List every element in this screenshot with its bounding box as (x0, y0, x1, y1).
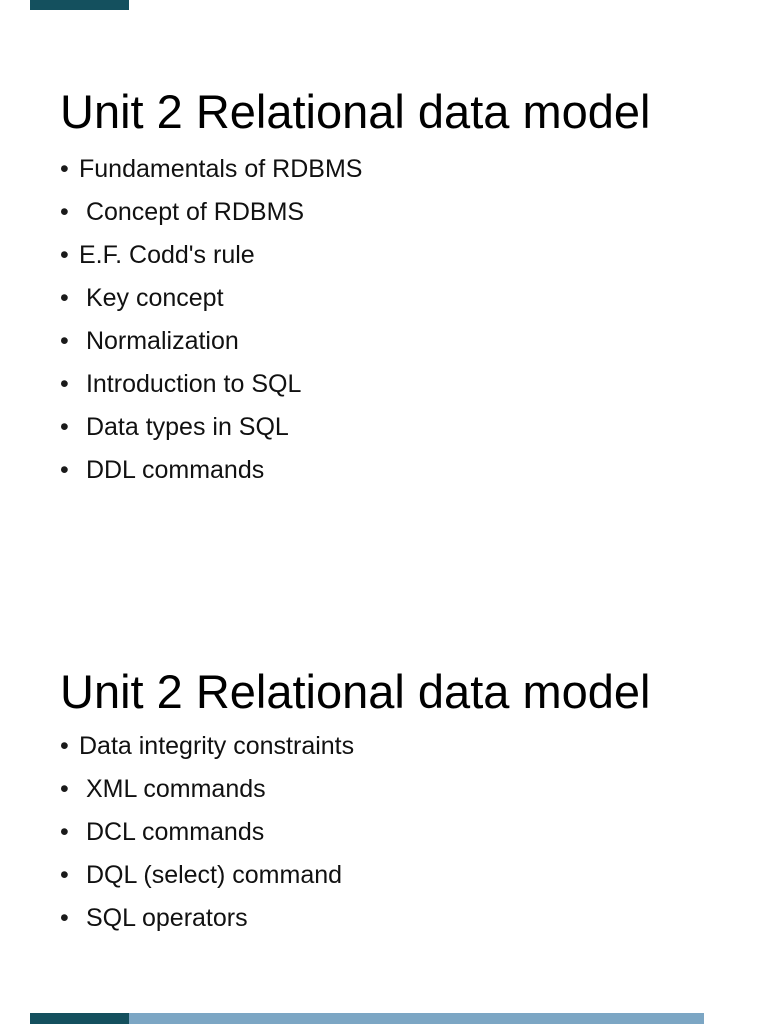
bullet-item: • Key concept (60, 277, 362, 320)
bullet-dot: • (60, 775, 69, 803)
adjacent-slide-top-edge-bar (30, 0, 129, 10)
bullet-item: • Fundamentals of RDBMS (60, 148, 362, 191)
bullet-item: • DCL commands (60, 811, 354, 854)
bullet-item: • Concept of RDBMS (60, 191, 362, 234)
bullet-dot: • (60, 456, 69, 484)
bullet-dot: • (60, 370, 69, 398)
slide-1-title: Unit 2 Relational data model (60, 85, 651, 139)
slide-2-bullet-list: • Data integrity constraints • XML comman… (60, 725, 354, 940)
bullet-text: XML commands (79, 775, 266, 803)
bullet-text: Data types in SQL (79, 413, 289, 441)
bullet-text: Introduction to SQL (79, 370, 302, 398)
bullet-text: Data integrity constraints (79, 732, 355, 760)
bullet-dot: • (60, 198, 69, 226)
bullet-dot: • (60, 284, 69, 312)
bullet-item: • Introduction to SQL (60, 363, 362, 406)
bullet-text: SQL operators (79, 904, 248, 932)
bullet-item: • Normalization (60, 320, 362, 363)
adjacent-slide-bottom-edge-bar-light (129, 1013, 704, 1024)
bullet-text: DDL commands (79, 456, 265, 484)
bullet-item: • Data types in SQL (60, 406, 362, 449)
bullet-dot: • (60, 413, 69, 441)
bullet-text: DCL commands (79, 818, 265, 846)
bullet-item: • XML commands (60, 768, 354, 811)
slide-2-title: Unit 2 Relational data model (60, 665, 651, 719)
bullet-item: • DQL (select) command (60, 854, 354, 897)
bullet-dot: • (60, 241, 69, 269)
bullet-text: DQL (select) command (79, 861, 343, 889)
bullet-text: E.F. Codd's rule (79, 241, 255, 269)
slide-1-bullet-list: • Fundamentals of RDBMS • Concept of RDBM… (60, 148, 362, 492)
bullet-dot: • (60, 732, 69, 760)
bullet-item: • SQL operators (60, 897, 354, 940)
bullet-text: Concept of RDBMS (79, 198, 305, 226)
bullet-text: Fundamentals of RDBMS (79, 155, 363, 183)
bullet-text: Normalization (79, 327, 239, 355)
bullet-item: • Data integrity constraints (60, 725, 354, 768)
bullet-dot: • (60, 327, 69, 355)
bullet-dot: • (60, 155, 69, 183)
bullet-dot: • (60, 818, 69, 846)
bullet-dot: • (60, 861, 69, 889)
bullet-item: • DDL commands (60, 449, 362, 492)
bullet-item: • E.F. Codd's rule (60, 234, 362, 277)
adjacent-slide-bottom-edge-bar-dark (30, 1013, 129, 1024)
bullet-text: Key concept (79, 284, 224, 312)
bullet-dot: • (60, 904, 69, 932)
